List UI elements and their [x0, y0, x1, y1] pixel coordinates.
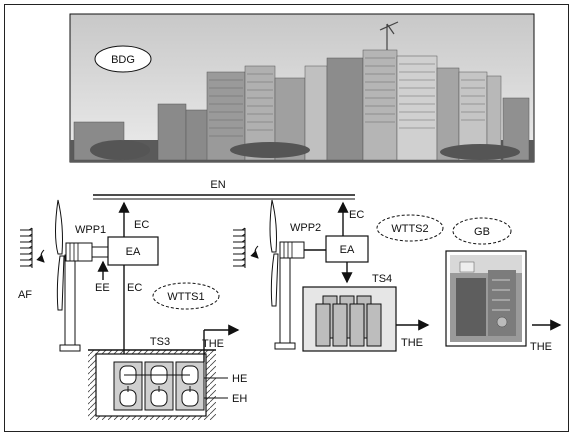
ea-1-label: EA [126, 246, 141, 258]
crane-icon [379, 21, 399, 50]
wind-arrows-2 [233, 227, 246, 268]
af-label: AF [18, 289, 32, 301]
electric-network-bus [93, 194, 355, 200]
wtts2-label: WTTS2 [391, 223, 428, 235]
gb-ellipse [452, 217, 512, 245]
figure-frame [4, 4, 569, 432]
ts4-storage [302, 286, 397, 352]
bdg-label: BDG [111, 54, 135, 66]
wpp1-label: WPP1 [75, 224, 106, 236]
bdg-ellipse [94, 45, 152, 73]
wtts2-ellipse [376, 214, 444, 242]
wind-turbine-2 [250, 199, 326, 350]
wind-turbine-1 [36, 199, 109, 352]
wtts1-label: WTTS1 [167, 291, 204, 303]
ts4-label: TS4 [372, 273, 392, 285]
ee-label: EE [95, 282, 110, 294]
the-2-label: THE [401, 337, 423, 349]
he-label: HE [232, 373, 247, 385]
en-label: EN [210, 179, 225, 191]
ts3-label: TS3 [150, 336, 170, 348]
buildings-photo [69, 13, 535, 163]
gb-label: GB [474, 226, 490, 238]
ts3-storage [88, 349, 216, 420]
gb-photo [445, 250, 527, 347]
the-3-label: THE [530, 341, 552, 353]
the-1-label: THE [202, 338, 224, 350]
ec-3-label: EC [127, 282, 142, 294]
ea-box-1 [107, 236, 159, 266]
ea-2-label: EA [340, 244, 355, 256]
eh-label: EH [232, 393, 247, 405]
ec-2-label: EC [349, 209, 364, 221]
wind-arrows-1 [20, 227, 33, 268]
wpp2-label: WPP2 [290, 222, 321, 234]
wtts1-ellipse [152, 282, 220, 310]
ec-1-label: EC [134, 219, 149, 231]
